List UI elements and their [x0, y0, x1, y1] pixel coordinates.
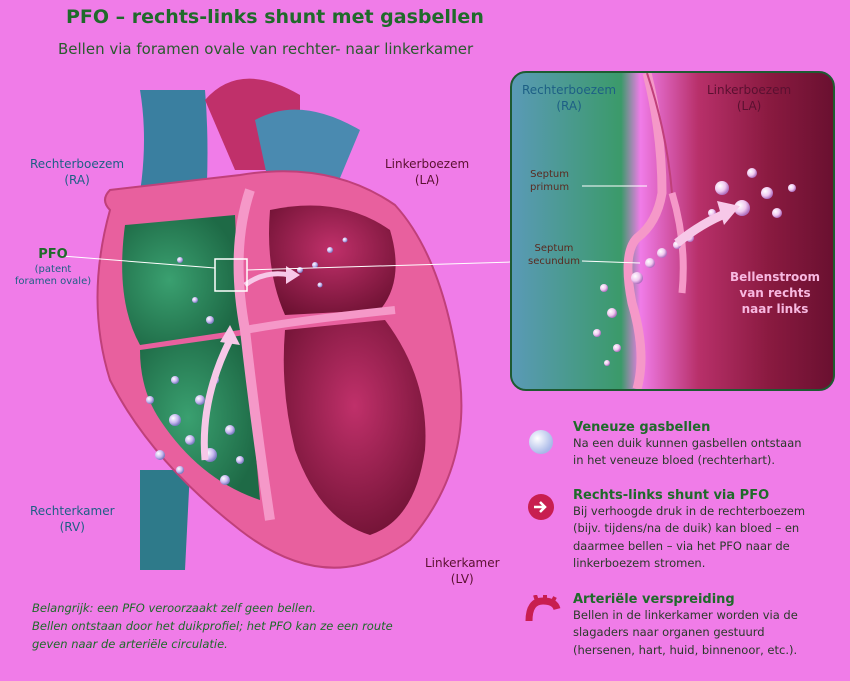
bubble-icon	[529, 430, 553, 454]
label-right-ventricle: Rechterkamer(RV)	[30, 504, 115, 535]
label-left-ventricle: Linkerkamer(LV)	[425, 556, 500, 587]
label-pfo: PFO (patent foramen ovale)	[14, 247, 92, 288]
legend-title: Rechts-links shunt via PFO	[573, 488, 770, 503]
inset-bubbles	[593, 168, 796, 366]
arrow-circle-icon	[528, 494, 554, 520]
inferior-vena-cava	[140, 470, 190, 570]
pfo-marker	[214, 258, 248, 292]
heart-illustration	[61, 78, 510, 570]
right-atrium	[122, 215, 240, 345]
page-title: PFO – rechts-links shunt met gasbellen	[66, 6, 484, 28]
label-left-atrium: Linkerboezem(LA)	[385, 157, 470, 188]
inset-label-right-atrium: Rechterboezem(RA)	[522, 83, 617, 114]
inset-label-left-atrium: Linkerboezem(LA)	[707, 83, 792, 114]
legend-item-arterial-spread: Arteriële verspreiding Bellen in de link…	[525, 592, 835, 659]
legend-title: Arteriële verspreiding	[573, 592, 735, 607]
left-ventricle	[283, 320, 426, 535]
pulmonary-artery	[255, 109, 360, 190]
legend-title: Veneuze gasbellen	[573, 420, 711, 435]
label-right-atrium: Rechterboezem(RA)	[30, 157, 125, 188]
left-atrium	[269, 205, 396, 315]
legend-item-venous-bubbles: Veneuze gasbellen Na een duik kunnen gas…	[525, 420, 835, 470]
artery-icon	[525, 595, 561, 622]
page-subtitle: Bellen via foramen ovale van rechter- na…	[58, 40, 474, 58]
right-ventricle	[140, 335, 260, 500]
important-note: Belangrijk: een PFO veroorzaakt zelf gee…	[32, 601, 393, 651]
pfo-inset-panel: Rechterboezem(RA) Linkerboezem(LA) Septu…	[510, 71, 835, 391]
legend-item-shunt: Rechts-links shunt via PFO Bij verhoogde…	[525, 488, 835, 572]
septum-illustration	[581, 73, 796, 389]
